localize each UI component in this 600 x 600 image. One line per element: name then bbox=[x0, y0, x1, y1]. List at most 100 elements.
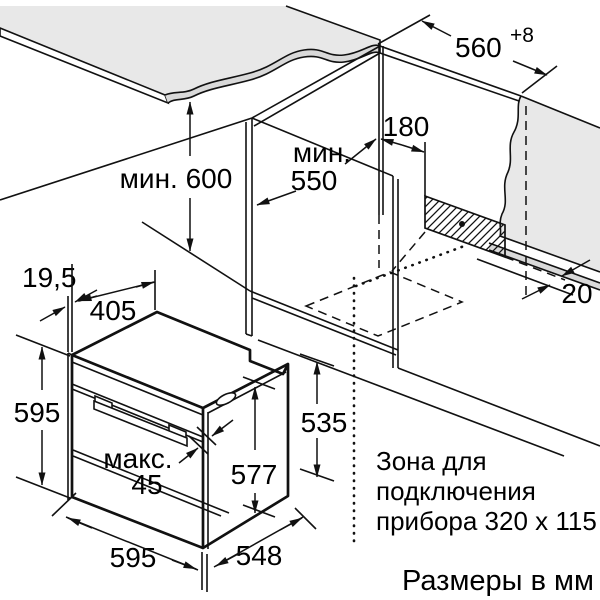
dim-19-5-label: 19,5 bbox=[22, 262, 77, 293]
plinth-base-line bbox=[257, 339, 565, 457]
worktop-underside-edge bbox=[0, 117, 253, 201]
oven-top-front-edge bbox=[71, 353, 204, 410]
dim-560-tolerance: +8 bbox=[510, 24, 534, 47]
floor-line-right bbox=[397, 367, 600, 447]
door-seam-line-upper bbox=[72, 449, 230, 514]
wall-panel-top-edge bbox=[520, 95, 600, 129]
wall-plinth-strip bbox=[489, 243, 600, 290]
countertop bbox=[0, 5, 381, 105]
dim-maks-arrow-lower bbox=[178, 447, 199, 464]
dim-548-extension-right bbox=[294, 507, 317, 530]
dim-595-left-extension-bottom bbox=[15, 476, 71, 499]
dim-20: 20 bbox=[521, 259, 593, 309]
dim-595-bottom-arrow-left bbox=[67, 517, 93, 529]
dim-535: 535 bbox=[299, 353, 348, 482]
dim-560-arrow-left bbox=[421, 20, 452, 37]
hidden-floor-outline bbox=[304, 271, 464, 337]
dim-19-5-arrow-left bbox=[39, 306, 66, 322]
dim-405-label: 405 bbox=[90, 295, 137, 326]
connection-zone bbox=[352, 194, 506, 547]
dim-min-550-value: 550 bbox=[291, 165, 338, 196]
dim-min-550-word: мин. bbox=[293, 137, 351, 168]
dim-535-label: 535 bbox=[301, 407, 348, 438]
dim-595-bottom: 595 bbox=[51, 492, 199, 573]
dim-560-label: 560 bbox=[455, 32, 502, 63]
dim-548: 548 bbox=[213, 507, 317, 571]
zone-boundary-dotted-diagonal bbox=[354, 243, 469, 288]
dim-595-bottom-label: 595 bbox=[110, 542, 157, 573]
countertop-surface bbox=[0, 6, 380, 95]
dim-595-left-label: 595 bbox=[14, 397, 61, 428]
connection-zone-note: Зона для подключения прибора 320 x 115 bbox=[376, 446, 597, 536]
dim-20-label: 20 bbox=[561, 278, 592, 309]
niche-top-interior-edge bbox=[251, 117, 394, 177]
wall-panel-surface bbox=[500, 96, 600, 272]
dim-560-arrow-right bbox=[512, 60, 548, 76]
connection-point-dot bbox=[459, 221, 465, 227]
dim-20-arrow-upper bbox=[561, 259, 591, 277]
dim-180: 180 bbox=[380, 111, 430, 196]
dim-577-label: 577 bbox=[231, 459, 278, 490]
dim-560-extension-left bbox=[377, 14, 431, 45]
dim-548-arrow-left bbox=[215, 552, 241, 567]
wall-plinth-top bbox=[488, 242, 600, 284]
dim-maks-value: 45 bbox=[131, 469, 162, 500]
wall-panel-bottom-edge bbox=[499, 235, 600, 273]
dim-maks-word: макс. bbox=[103, 443, 172, 474]
dim-maks-tick-1 bbox=[196, 426, 217, 446]
dim-180-arrow-right bbox=[401, 144, 425, 153]
dim-595-bottom-arrow-right bbox=[171, 559, 197, 570]
dim-min-600: мин. 600 bbox=[120, 101, 233, 252]
right-wall-top-edge bbox=[379, 45, 522, 97]
dim-min-550-leader-right bbox=[344, 138, 377, 165]
dim-577-tick-top bbox=[242, 376, 276, 390]
niche-top-front-edge bbox=[251, 45, 381, 119]
right-wall-panel bbox=[476, 95, 600, 298]
countertop-cut-line-upper bbox=[164, 44, 381, 96]
wall-panel-wavy-edge bbox=[499, 95, 522, 237]
dim-560: 560 +8 bbox=[377, 14, 558, 94]
niche-floor-edge bbox=[249, 290, 399, 351]
niche-top-front-edge-inner bbox=[253, 52, 381, 127]
dim-548-label: 548 bbox=[236, 540, 283, 571]
dim-180-label: 180 bbox=[383, 111, 430, 142]
door-seam-line-lower bbox=[72, 455, 222, 517]
dim-577-tick-bottom bbox=[242, 504, 276, 518]
niche-floor-edge-inner bbox=[251, 297, 397, 356]
hidden-edge-zone-left bbox=[391, 231, 426, 272]
dim-maks-arrow-upper bbox=[211, 419, 234, 437]
dim-595-left: 595 bbox=[14, 334, 71, 499]
wall-plinth-bottom bbox=[488, 249, 600, 291]
dim-maks-tick-2 bbox=[188, 435, 209, 455]
dim-min-550: мин. 550 bbox=[256, 137, 377, 206]
countertop-rear-edge bbox=[285, 5, 381, 53]
dim-20-arrow-lower bbox=[521, 284, 551, 300]
dim-535-tick-top bbox=[299, 353, 335, 367]
door-handle-bar bbox=[93, 399, 188, 448]
dim-min-550-leader-left bbox=[256, 190, 297, 206]
countertop-cut-line-lower bbox=[167, 51, 381, 104]
left-panel-foot bbox=[245, 333, 253, 337]
connection-zone-note-line2: подключения bbox=[376, 476, 536, 506]
oven-door-front-top-tie bbox=[67, 352, 73, 356]
connection-zone-note-line3: прибора 320 x 115 bbox=[376, 506, 597, 536]
connection-zone-hatch bbox=[424, 194, 506, 259]
oven bbox=[67, 310, 290, 592]
base-front-edge-left bbox=[141, 221, 251, 292]
dim-405: 405 bbox=[77, 270, 156, 326]
oven-side-top-inner bbox=[207, 371, 287, 414]
hidden-edge-zone-right bbox=[504, 256, 566, 281]
control-panel-line-upper bbox=[71, 383, 204, 438]
dim-min-600-label: мин. 600 bbox=[120, 163, 233, 194]
dim-595-left-extension-top bbox=[15, 334, 71, 357]
right-wall-top-edge-inner bbox=[379, 52, 520, 102]
connection-zone-note-line1: Зона для bbox=[376, 446, 487, 476]
side-grip-cutout bbox=[215, 391, 237, 407]
dim-577: 577 bbox=[231, 376, 278, 518]
dim-405-arrow-right bbox=[135, 281, 155, 289]
dim-19-5: 19,5 bbox=[22, 262, 98, 352]
units-note: Размеры в мм bbox=[402, 565, 594, 597]
dim-560-extension-right bbox=[521, 65, 558, 94]
